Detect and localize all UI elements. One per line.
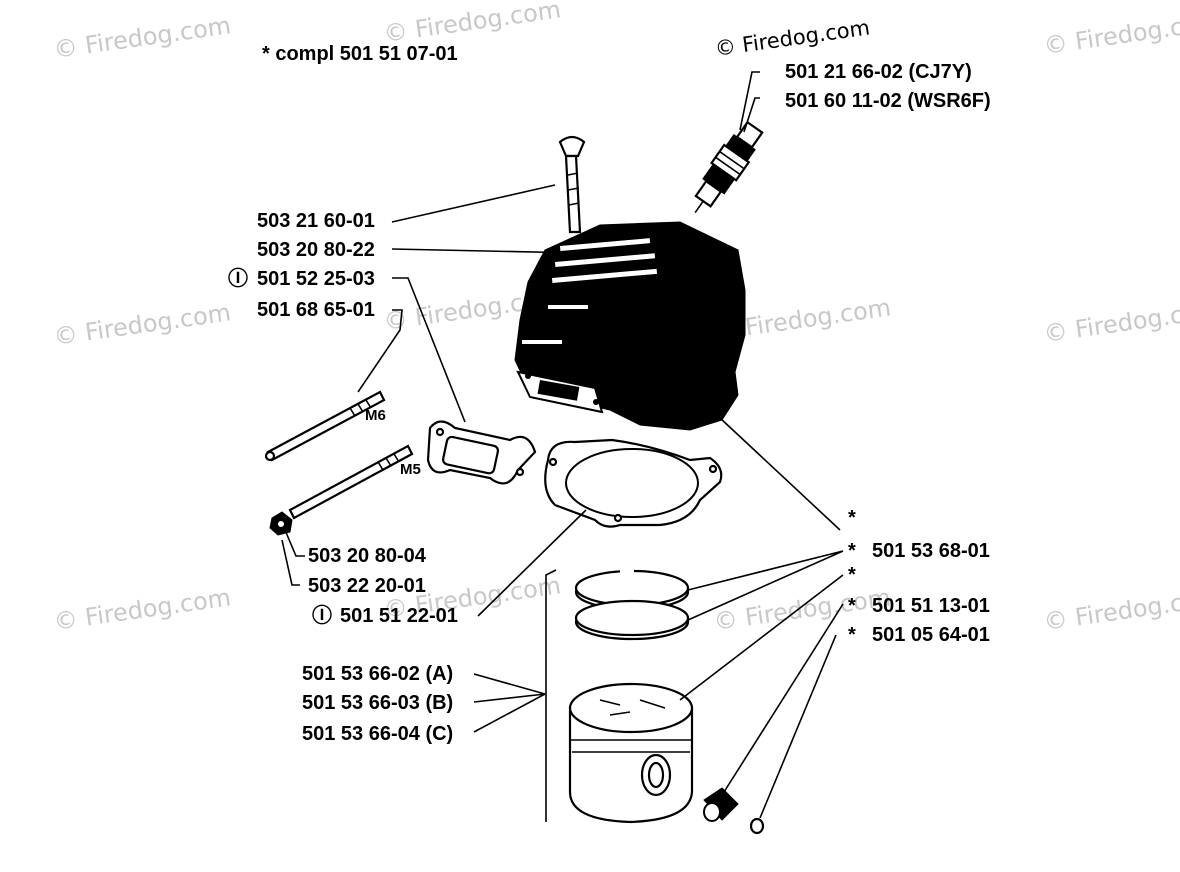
cylinder-label: 503 20 80-22: [257, 239, 375, 261]
leader-piston-group: [473, 673, 546, 733]
watermark-8: © Firedog.com: [52, 583, 233, 636]
circle-i-mark-1: Ⓘ: [228, 267, 248, 290]
spark-plug-drawing: [694, 120, 764, 214]
watermark-10: © Firedog.com: [712, 583, 893, 636]
asterisk-mark-1: *: [848, 507, 856, 529]
watermark-4: © Firedog.com: [52, 298, 233, 351]
cylinder-drawing: [514, 221, 746, 431]
piston-ring-label: 501 53 68-01: [872, 540, 990, 562]
leader-stud-m6: [357, 309, 403, 393]
circlip-label: 501 05 64-01: [872, 624, 990, 646]
spark-plug-wsr6f-label: 501 60 11-02 (WSR6F): [785, 90, 991, 112]
leader-base-gasket: [477, 509, 587, 617]
watermark-7: © Firedog.com: [1042, 295, 1180, 348]
watermark-11: © Firedog.com: [1042, 583, 1180, 636]
base-gasket-label: 501 51 22-01: [340, 605, 458, 627]
asterisk-mark-5: *: [848, 624, 856, 646]
piston-c-label: 501 53 66-04 (C): [302, 723, 453, 745]
leader-piston: [679, 574, 844, 701]
stud-m6-label: 501 68 65-01: [257, 299, 375, 321]
piston-a-label: 501 53 66-02 (A): [302, 663, 453, 685]
stud-m5-label: 503 20 80-04: [308, 545, 427, 567]
asterisk-mark-3: *: [848, 564, 856, 586]
piston-pin-label: 501 51 13-01: [872, 595, 990, 617]
leader-bolt: [391, 184, 556, 223]
exhaust-gasket-label: 501 52 25-03: [257, 268, 375, 290]
m6-mark: M6: [365, 407, 386, 424]
leader-piston-pin: [723, 603, 844, 793]
leader-nut: [281, 529, 305, 586]
leader-circlip: [759, 634, 837, 819]
nut-drawing: [269, 511, 293, 536]
header-note: * compl 501 51 07-01: [262, 43, 458, 65]
leader-piston-bracket: [545, 569, 557, 822]
watermark-top: © Firedog.com: [713, 15, 871, 61]
piston-b-label: 501 53 66-03 (B): [302, 692, 453, 714]
leader-cylinder: [391, 248, 581, 254]
leader-piston-rings: [687, 550, 844, 621]
circle-i-mark-2: Ⓘ: [312, 604, 332, 627]
piston-rings-drawing: [574, 566, 690, 641]
piston-pin-drawing: [703, 787, 739, 822]
watermark-1: © Firedog.com: [52, 11, 233, 64]
spark-plug-cj7y-label: 501 21 66-02 (CJ7Y): [785, 61, 972, 83]
leader-exhaust-gasket: [392, 277, 466, 423]
leader-spark-plug: [739, 71, 760, 133]
asterisk-mark-4: *: [848, 595, 856, 617]
stud-m6-drawing: [264, 390, 386, 462]
watermark-2: © Firedog.com: [382, 0, 563, 48]
base-gasket-drawing: [544, 438, 723, 528]
stud-m5-drawing: [288, 444, 414, 520]
bolt-label: 503 21 60-01: [257, 210, 375, 232]
asterisk-mark-2: *: [848, 540, 856, 562]
m5-mark: M5: [400, 461, 421, 478]
bolt-drawing: [558, 135, 586, 234]
circlip-drawing: [749, 817, 765, 835]
exhaust-gasket-drawing: [426, 420, 537, 485]
nut-label: 503 22 20-01: [308, 575, 426, 597]
piston-drawing: [568, 682, 694, 824]
watermark-3: © Firedog.com: [1042, 7, 1180, 60]
leader-cylinder-kit: [719, 417, 841, 531]
